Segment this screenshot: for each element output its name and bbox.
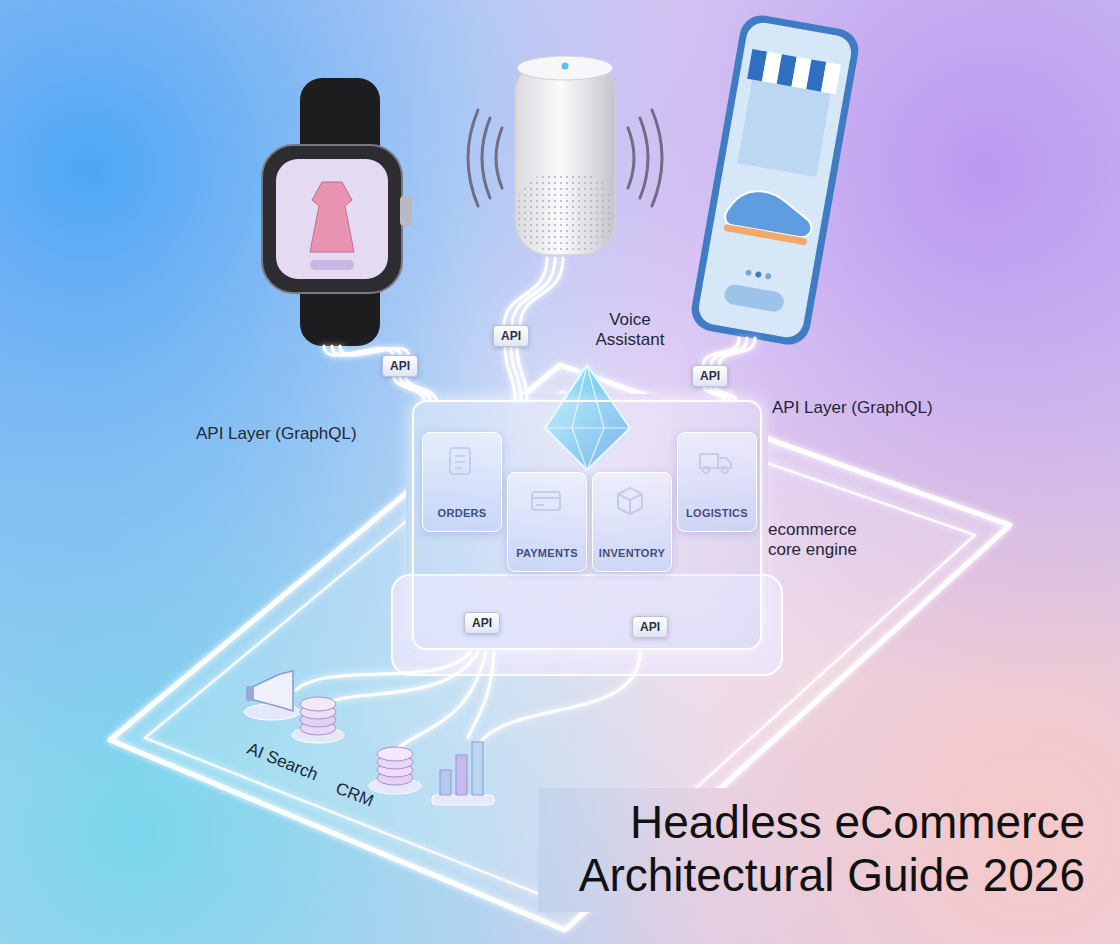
- title-text: Headless eCommerce Architectural Guide 2…: [545, 796, 1085, 902]
- api-connector: [505, 347, 527, 400]
- smartwatch: [262, 78, 412, 346]
- module-label: PAYMENTS: [516, 547, 578, 559]
- module-label: LOGISTICS: [686, 507, 748, 519]
- module-card: INVENTORY: [592, 472, 672, 572]
- callout-label: AI Search: [244, 739, 321, 786]
- api-connector: [394, 377, 436, 400]
- module-card: LOGISTICS: [677, 432, 757, 532]
- api-tag: API: [493, 325, 529, 347]
- module-label: INVENTORY: [599, 547, 665, 559]
- api-tag: API: [382, 355, 418, 377]
- module-label: ORDERS: [438, 507, 487, 519]
- module-card: ORDERS: [422, 432, 502, 532]
- service-wires: [296, 652, 640, 748]
- callout-label: CRM: [333, 778, 377, 811]
- device-wires: [324, 258, 755, 367]
- api-label: API: [700, 368, 720, 384]
- api-label: API: [501, 328, 521, 344]
- api-tag: API: [692, 365, 728, 387]
- api-connector: [704, 387, 736, 400]
- api-label: API: [472, 615, 492, 631]
- callout-label: Voice Assistant: [586, 310, 674, 351]
- smartphone: [688, 12, 862, 348]
- engine-panel: ecommerce core engineORDERSPAYMENTSINVEN…: [412, 400, 762, 650]
- api-label: API: [390, 358, 410, 374]
- api-label: API: [640, 619, 660, 635]
- service-icons: [244, 671, 494, 805]
- module-card: PAYMENTS: [507, 472, 587, 572]
- api-tag: API: [464, 612, 500, 634]
- api-tag: API: [632, 616, 668, 638]
- smart-speaker: [468, 56, 662, 255]
- callout-label: API Layer (GraphQL): [196, 424, 357, 444]
- callout-label: API Layer (GraphQL): [772, 398, 933, 418]
- engine-label: ecommerce core engine: [768, 520, 872, 561]
